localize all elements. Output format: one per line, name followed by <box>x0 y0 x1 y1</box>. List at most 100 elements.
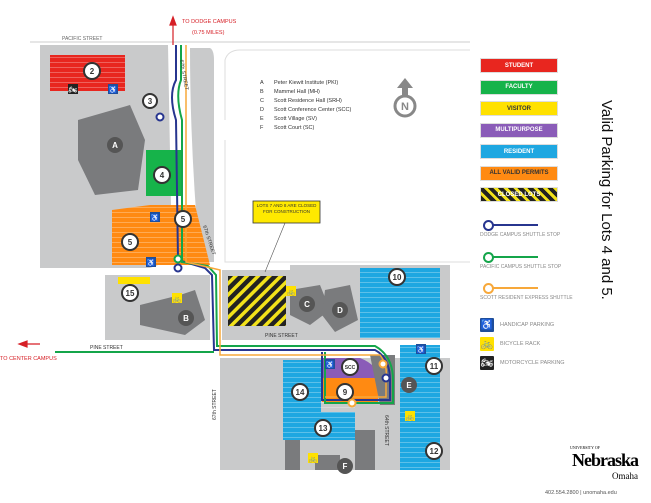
dodge-distance-label: (0.75 MILES) <box>192 30 225 36</box>
building-f-shape <box>285 430 375 470</box>
67th-street-label: 67th STREET <box>212 389 218 420</box>
svg-text:9: 9 <box>343 388 348 397</box>
dodge-shuttle-stop <box>381 373 391 383</box>
64th-street-label: 64th STREET <box>383 415 389 446</box>
wheelchair-icon: ♿ <box>151 213 160 222</box>
lot-marker-13: 13 <box>314 419 332 437</box>
building-list-item: Scott Court (SC) <box>274 125 315 131</box>
scott-express-line-icon <box>480 283 540 295</box>
svg-text:11: 11 <box>430 362 439 371</box>
building-list-letter: E <box>260 116 264 122</box>
svg-text:SCC: SCC <box>345 365 356 371</box>
svg-text:4: 4 <box>160 171 165 180</box>
building-list-item: Scott Conference Center (SCC) <box>274 107 352 113</box>
legend-pacific-shuttle: PACIFIC CAMPUS SHUTTLE STOP <box>480 252 561 270</box>
to-center-campus-label: TO CENTER CAMPUS <box>0 356 57 362</box>
svg-text:5: 5 <box>128 238 133 247</box>
motorcycle-icon: 🏍 <box>480 356 494 370</box>
pacific-shuttle-route <box>177 45 394 404</box>
svg-text:F: F <box>343 462 348 471</box>
bicycle-icon: 🚲 <box>406 414 415 421</box>
svg-text:15: 15 <box>126 289 135 298</box>
legend-motorcycle-label: MOTORCYCLE PARKING <box>500 360 565 366</box>
building-list-item: Scott Village (SV) <box>274 116 317 122</box>
building-list-letter: B <box>260 89 264 95</box>
legend-bicycle-label: BICYCLE RACK <box>500 341 541 347</box>
svg-text:14: 14 <box>296 388 305 397</box>
legend-handicap: ♿ HANDICAP PARKING <box>480 318 554 332</box>
svg-text:3: 3 <box>148 97 153 106</box>
arrow-up-icon <box>169 15 177 45</box>
svg-text:B: B <box>183 314 189 323</box>
svg-text:2: 2 <box>90 67 95 76</box>
permit-legend: STUDENT FACULTY VISITOR MULTIPURPOSE RES… <box>480 58 630 209</box>
legend-bicycle: 🚲 BICYCLE RACK <box>480 337 540 351</box>
svg-text:D: D <box>337 306 343 315</box>
legend-closed-lots: CLOSED LOTS <box>480 187 558 202</box>
legend-scott-express-label: SCOTT RESIDENT EXPRESS SHUTTLE <box>480 295 573 301</box>
bicycle-icon: 🚲 <box>309 456 318 463</box>
svg-text:A: A <box>112 141 118 150</box>
lot-marker-3: 3 <box>142 93 158 109</box>
pacific-street-label: PACIFIC STREET <box>62 36 102 42</box>
building-list-letter: D <box>260 107 264 113</box>
legend-scott-express: SCOTT RESIDENT EXPRESS SHUTTLE <box>480 283 573 301</box>
svg-text:E: E <box>406 381 412 390</box>
arrow-left-icon <box>17 340 40 348</box>
lot-marker-10: 10 <box>388 268 406 286</box>
building-marker-c: C <box>299 296 315 312</box>
legend-motorcycle: 🏍 MOTORCYCLE PARKING <box>480 356 565 370</box>
svg-text:13: 13 <box>319 424 328 433</box>
legend-handicap-label: HANDICAP PARKING <box>500 322 555 328</box>
lot-15-visitor <box>118 277 150 284</box>
bicycle-icon: 🚲 <box>287 289 296 296</box>
lot-marker-15: 15 <box>121 284 139 302</box>
wheelchair-icon: ♿ <box>147 258 156 267</box>
legend-visitor: VISITOR <box>480 101 558 116</box>
building-marker-d: D <box>332 302 348 318</box>
lot-marker-14: 14 <box>291 383 309 401</box>
lot-marker-scc: SCC <box>341 358 359 376</box>
legend-faculty: FACULTY <box>480 79 558 95</box>
lot-marker-2: 2 <box>83 62 101 80</box>
legend-dodge-shuttle-label: DODGE CAMPUS SHUTTLE STOP <box>480 232 561 238</box>
bicycle-icon: 🚲 <box>173 296 182 303</box>
legend-pacific-shuttle-label: PACIFIC CAMPUS SHUTTLE STOP <box>480 264 562 270</box>
building-marker-e: E <box>401 377 417 393</box>
dodge-shuttle-route <box>171 45 391 401</box>
motorcycle-icon: 🏍 <box>69 86 78 94</box>
legend-multipurpose: MULTIPURPOSE <box>480 122 558 138</box>
svg-text:10: 10 <box>393 273 402 282</box>
logo-name: Nebraska <box>571 450 639 470</box>
building-list-letter: F <box>260 125 264 131</box>
university-logo: UNIVERSITY OF Nebraska Omaha <box>548 445 639 481</box>
building-list-item: Scott Residence Hall (SRH) <box>274 98 342 104</box>
closed-lots-7-8 <box>228 276 286 326</box>
building-marker-b: B <box>178 310 194 326</box>
legend-student: STUDENT <box>480 58 558 73</box>
scott-express-stop <box>378 359 388 369</box>
valid-parking-note: Valid Parking for Lots 4 and 5. <box>598 100 615 300</box>
building-marker-a: A <box>107 137 123 153</box>
pine-street-label: PINE STREET <box>90 345 123 351</box>
median-block <box>190 48 214 262</box>
wheelchair-icon: ♿ <box>480 318 494 332</box>
to-dodge-campus-label: TO DODGE CAMPUS <box>182 19 237 25</box>
closure-callout <box>252 200 321 224</box>
lot-marker-12: 12 <box>425 442 443 460</box>
legend-resident: RESIDENT <box>480 144 558 159</box>
lot-marker-9: 9 <box>336 383 354 401</box>
wheelchair-icon: ♿ <box>109 85 118 94</box>
block-outline <box>224 49 470 263</box>
dodge-shuttle-line-icon <box>480 220 540 232</box>
building-list-letter: A <box>260 80 264 86</box>
scott-express-stop <box>347 398 357 408</box>
building-list-item: Mammel Hall (MH) <box>274 89 320 95</box>
logo-campus: Omaha <box>612 471 638 481</box>
logo-university: UNIVERSITY OF <box>570 445 600 450</box>
lot-marker-11: 11 <box>425 357 443 375</box>
svg-text:C: C <box>304 300 310 309</box>
north-label: N <box>401 101 409 113</box>
bicycle-icon: 🚲 <box>480 337 494 351</box>
